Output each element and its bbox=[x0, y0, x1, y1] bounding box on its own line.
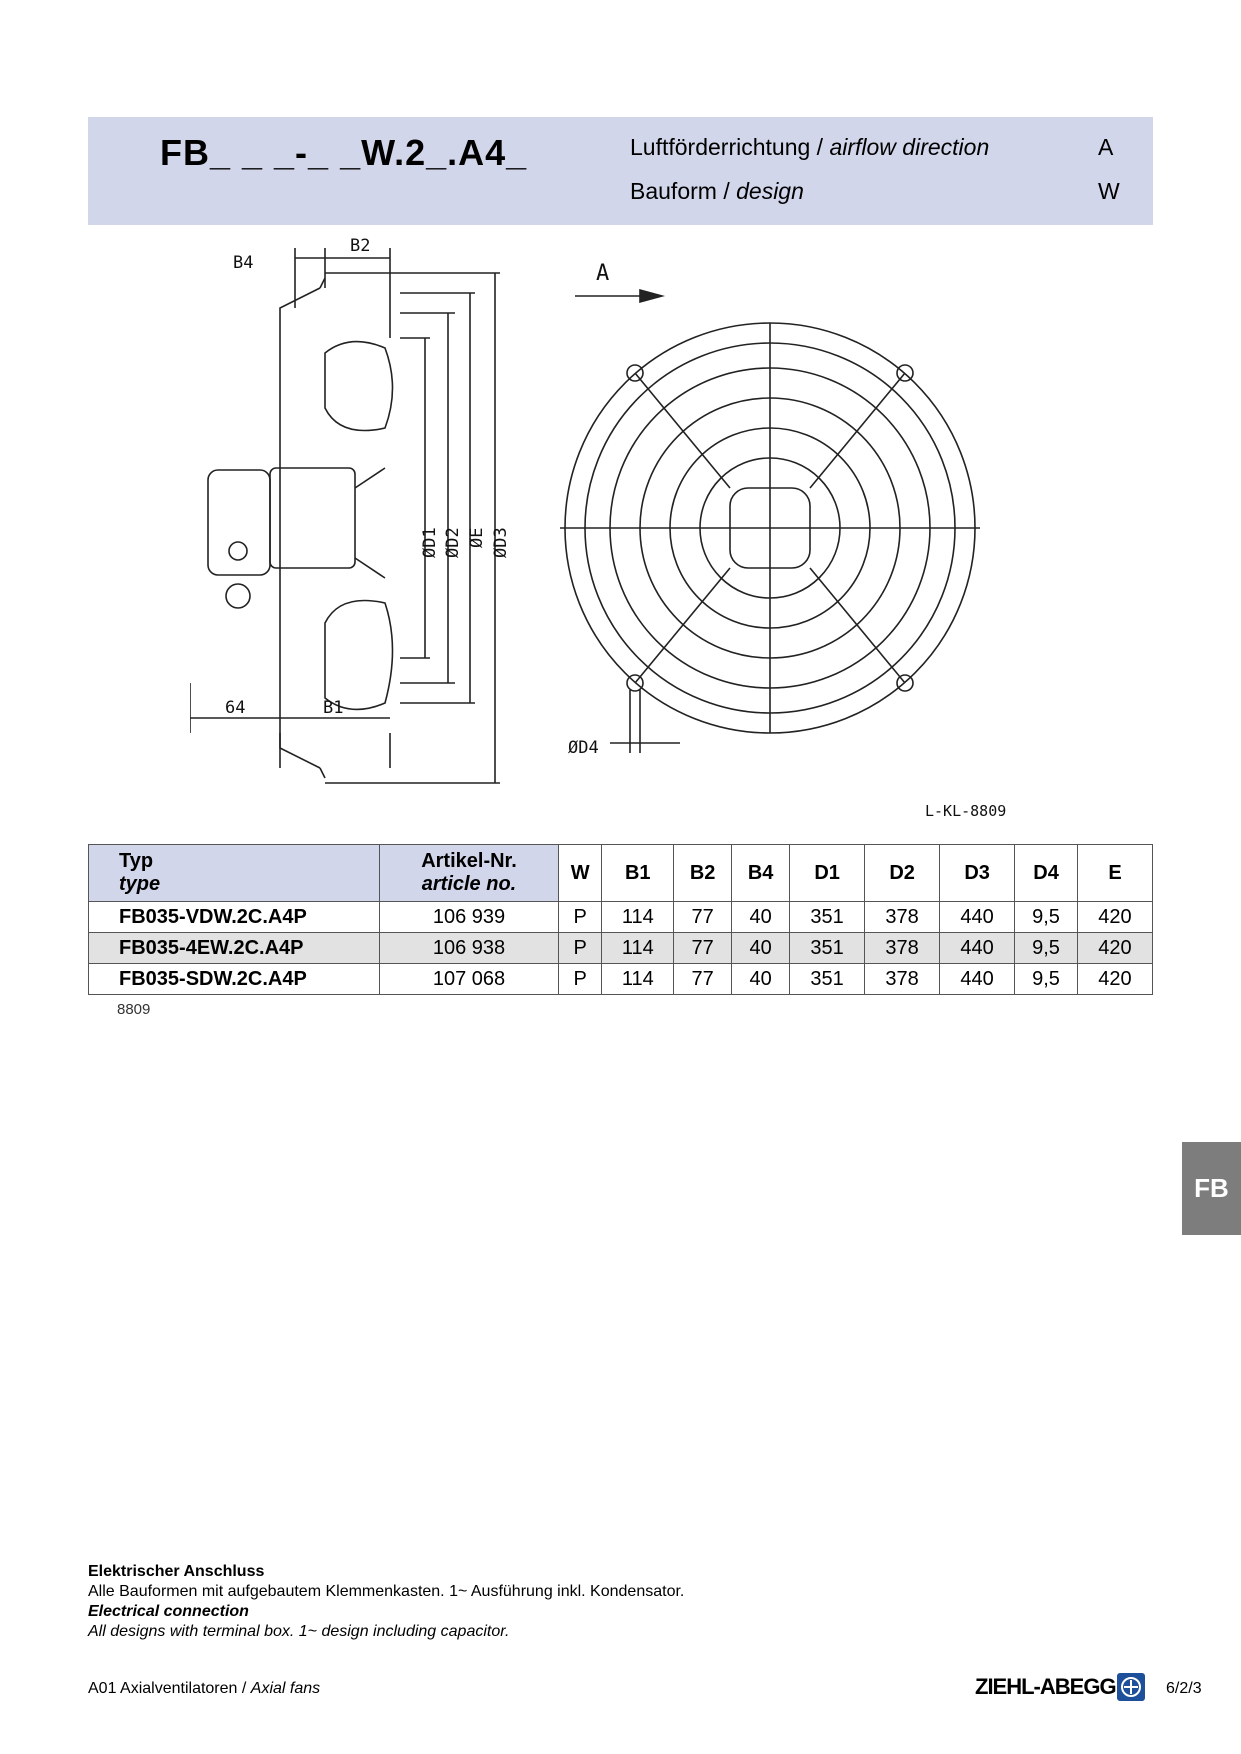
design-en: design bbox=[736, 178, 804, 204]
design-de: Bauform / bbox=[630, 178, 737, 204]
drawing-reference: L-KL-8809 bbox=[925, 802, 1006, 820]
airflow-arrow-label: A bbox=[596, 261, 609, 286]
dim-b4-label: B4 bbox=[233, 253, 253, 273]
fan-technical-drawing: B4 B2 64 B1 ØD1 ØD2 ØE ØD3 ØD4 A L-KL-88… bbox=[190, 236, 1006, 820]
dimensions-table: Typ type Artikel-Nr. article no. W B1 B2… bbox=[88, 844, 1154, 995]
blade-lower bbox=[324, 599, 394, 711]
fan-guard-front-view bbox=[560, 322, 980, 734]
col-header-d1: D1 bbox=[789, 844, 866, 902]
airflow-direction-en: airflow direction bbox=[829, 134, 990, 160]
col-header-article: Artikel-Nr. article no. bbox=[379, 844, 559, 902]
airflow-direction-de: Luftförderrichtung / bbox=[630, 134, 830, 160]
table-footnote: 8809 bbox=[117, 1001, 151, 1018]
col-header-d4: D4 bbox=[1014, 844, 1078, 902]
airflow-direction-label: Luftförderrichtung / airflow direction bbox=[630, 134, 989, 161]
model-code: FB_ _ _-_ _W.2_.A4_ bbox=[160, 132, 528, 173]
dim-64-label: 64 bbox=[225, 698, 245, 718]
electrical-connection-note: Elektrischer Anschluss Alle Bauformen mi… bbox=[88, 1562, 684, 1642]
airflow-direction-value: A bbox=[1098, 134, 1114, 160]
col-header-d2: D2 bbox=[864, 844, 941, 902]
dim-e-label: ØE bbox=[467, 528, 487, 548]
dim-d1-label: ØD1 bbox=[420, 527, 440, 558]
table-row: FB035-VDW.2C.A4P 106 939 P 114 77 40 351… bbox=[88, 901, 1154, 933]
dim-d2-label: ØD2 bbox=[443, 527, 463, 558]
col-header-w: W bbox=[557, 844, 603, 902]
footer-section-de: A01 Axialventilatoren / bbox=[88, 1680, 251, 1697]
section-tab: FB bbox=[1182, 1142, 1241, 1235]
motor-hub bbox=[269, 467, 356, 569]
blade-upper bbox=[324, 340, 394, 432]
design-value: W bbox=[1098, 178, 1120, 204]
housing-outline-left bbox=[279, 287, 321, 769]
col-header-b2: B2 bbox=[673, 844, 733, 902]
col-header-e: E bbox=[1076, 844, 1154, 902]
brand-logo: ZIEHL-ABEGG bbox=[975, 1672, 1146, 1702]
col-header-b1: B1 bbox=[601, 844, 675, 902]
page-number: 6/2/3 bbox=[1166, 1680, 1202, 1697]
terminal-box bbox=[207, 469, 271, 576]
table-row: FB035-4EW.2C.A4P 106 938 P 114 77 40 351… bbox=[88, 932, 1154, 964]
electrical-text-en: All designs with terminal box. 1~ design… bbox=[88, 1623, 510, 1640]
brand-name: ZIEHL-ABEGG bbox=[975, 1674, 1117, 1699]
cable-gland-lower bbox=[225, 583, 251, 609]
col-header-type: Typ type bbox=[88, 844, 380, 902]
brand-emblem-icon bbox=[1116, 1673, 1145, 1701]
dim-b1-label: B1 bbox=[323, 698, 343, 718]
title-band bbox=[88, 117, 1153, 225]
dim-d3-label: ØD3 bbox=[491, 527, 511, 558]
dim-b2-label: B2 bbox=[350, 236, 370, 256]
footer-section-en: Axial fans bbox=[250, 1680, 321, 1697]
electrical-title-de: Elektrischer Anschluss bbox=[88, 1563, 265, 1580]
footer-section: A01 Axialventilatoren / Axial fans bbox=[88, 1680, 320, 1698]
design-label: Bauform / design bbox=[630, 178, 804, 205]
table-row: FB035-SDW.2C.A4P 107 068 P 114 77 40 351… bbox=[88, 963, 1154, 995]
electrical-title-en: Electrical connection bbox=[88, 1603, 249, 1620]
col-header-d3: D3 bbox=[939, 844, 1016, 902]
col-header-b4: B4 bbox=[731, 844, 791, 902]
cable-gland bbox=[228, 541, 248, 561]
electrical-text-de: Alle Bauformen mit aufgebautem Klemmenka… bbox=[88, 1583, 685, 1600]
dim-d4-label: ØD4 bbox=[568, 738, 599, 758]
